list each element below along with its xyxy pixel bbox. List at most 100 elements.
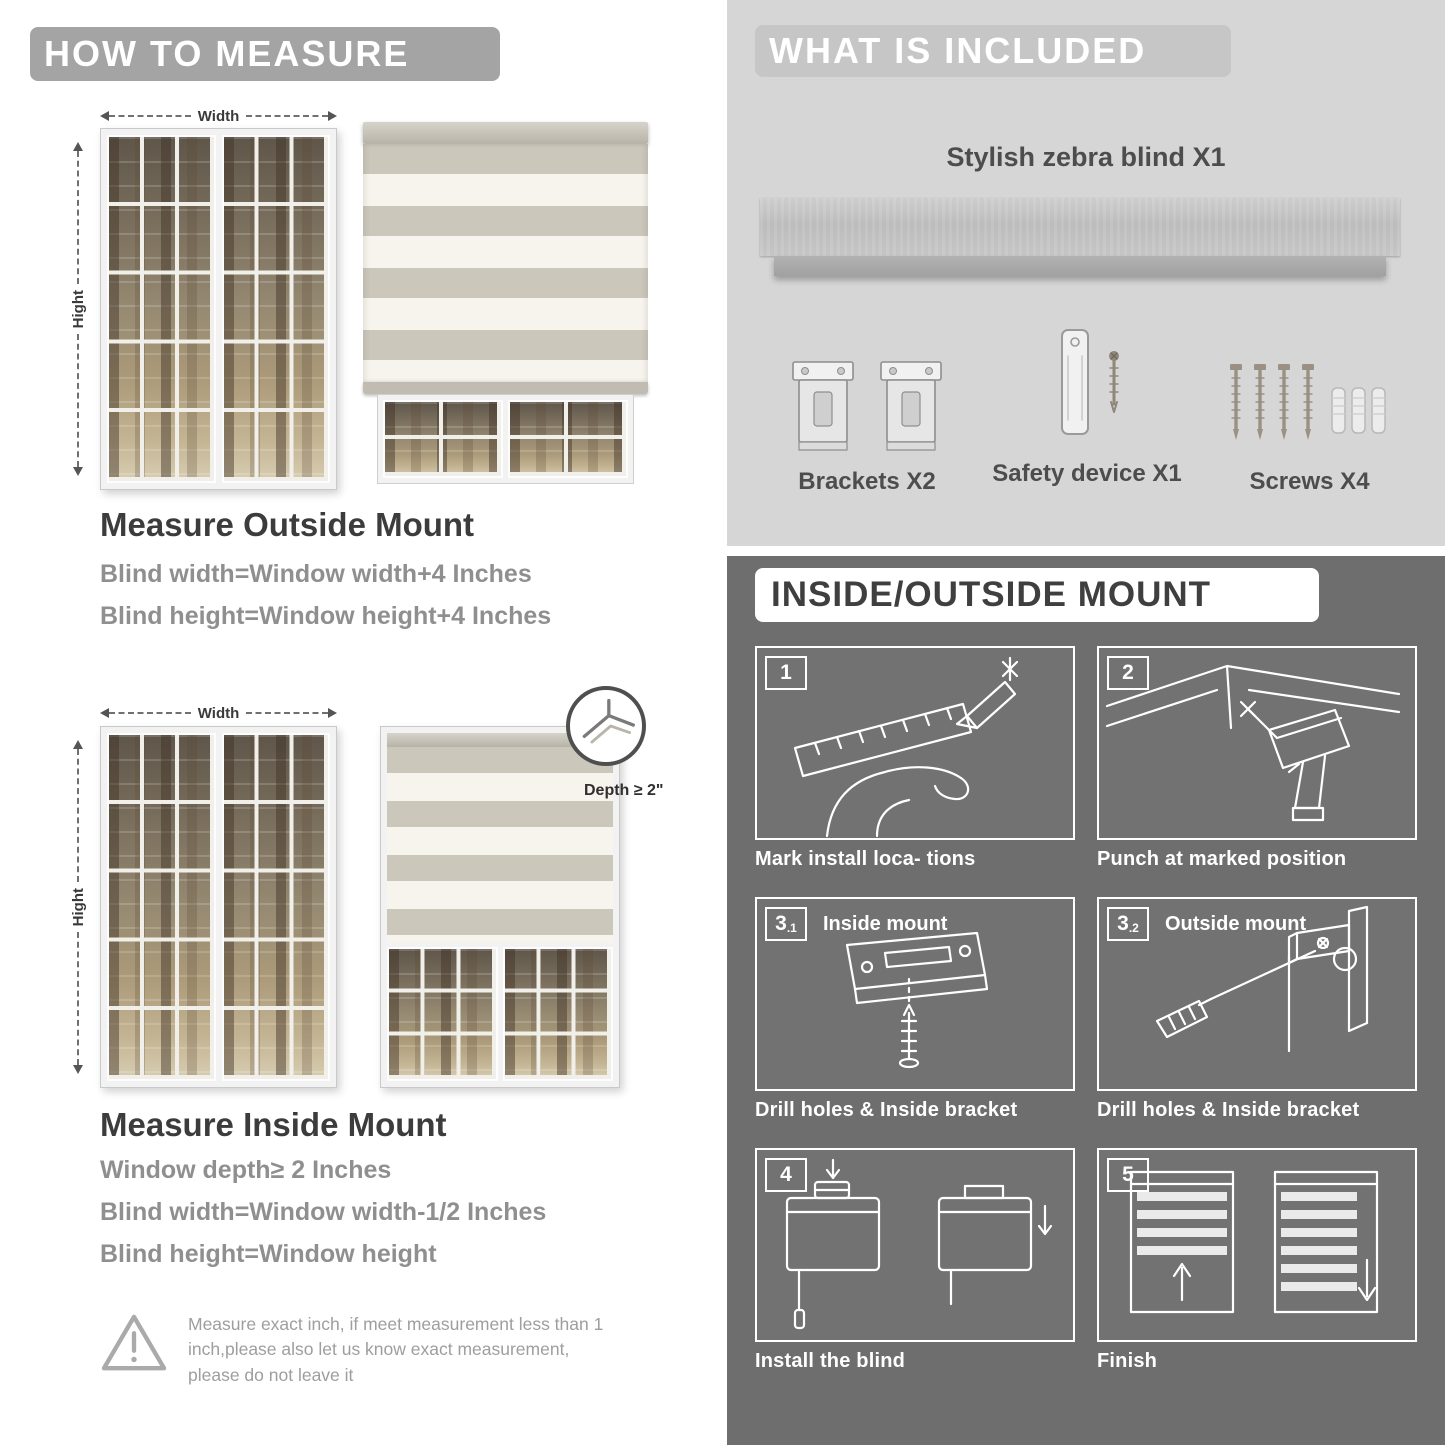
window-sash: [107, 733, 216, 1081]
outside-bracket-icon: [1155, 905, 1369, 1053]
screws-icon: [1229, 364, 1386, 440]
width-label: Width: [197, 107, 240, 125]
screws-label: Screws X4: [1249, 468, 1370, 495]
mount-guide-section: INSIDE/OUTSIDE MOUNT: [727, 556, 1445, 1445]
step-2-badge: 2: [1107, 656, 1149, 690]
bracket-icon: [792, 361, 854, 451]
safety-device-icon: [1061, 329, 1119, 435]
brackets-item: Brackets X2: [767, 338, 967, 496]
window-corner-detail: [582, 698, 635, 744]
install-blind-icon: [785, 1158, 1053, 1330]
step-5-panel: 5: [1097, 1148, 1417, 1342]
step-5: 5 Finish: [1097, 1148, 1417, 1373]
right-column: WHAT IS INCLUDED Stylish zebra blind X1: [727, 0, 1445, 1445]
blind-cassette: [363, 122, 648, 144]
window-under-blind: [377, 394, 634, 484]
window-sash: [383, 400, 503, 478]
arrow-up-icon: [73, 740, 83, 749]
zebra-blind-inside-illustration: [380, 726, 620, 1088]
step-4-panel: 4: [755, 1148, 1075, 1342]
window-sash: [221, 135, 330, 483]
width-measure: Width: [100, 107, 338, 125]
inside-bracket-icon: [845, 931, 989, 1069]
window-sash: [107, 135, 216, 483]
step-3-2-inline-label: Outside mount: [1165, 913, 1307, 935]
depth-detail-icon: [566, 686, 646, 766]
brackets-label: Brackets X2: [798, 468, 936, 495]
zebra-blind-headrail-image: [760, 198, 1400, 276]
step-4-badge: 4: [765, 1158, 807, 1192]
step-1-panel: 1: [755, 646, 1075, 840]
mount-guide-header: INSIDE/OUTSIDE MOUNT: [755, 568, 1319, 622]
step-3-1: 3.1 Inside mount Drill holes & Inside br…: [755, 897, 1075, 1122]
arrow-right-icon: [328, 708, 338, 718]
step-4: 4 Install the blind: [755, 1148, 1075, 1373]
width-label: Width: [197, 704, 240, 722]
step-5-caption: Finish: [1097, 1350, 1158, 1372]
blind-stripes: [363, 144, 648, 382]
step-2-caption: Punch at marked position: [1097, 848, 1347, 870]
window-sash: [508, 400, 628, 478]
bracket-icon: [880, 361, 942, 451]
drill-icon: [1105, 664, 1401, 822]
blind-bottom-rail: [363, 382, 648, 394]
inside-mount-title: Measure Inside Mount: [100, 1106, 447, 1143]
how-to-measure-section: HOW TO MEASURE Width Hight: [0, 0, 715, 1445]
window-sash: [221, 733, 330, 1081]
arrow-left-icon: [100, 111, 109, 121]
window-illustration-outside: [100, 128, 337, 490]
step-2: 2 Punch at marked position: [1097, 646, 1417, 871]
step-3-1-badge: 3.1: [765, 907, 807, 941]
step-3-2-panel: 3.2 Outside mount: [1097, 897, 1417, 1091]
step-3-2-badge: 3.2: [1107, 907, 1149, 941]
mark-location-icon: [793, 656, 1019, 838]
step-3-1-inline-label: Inside mount: [823, 913, 948, 935]
step-1-caption: Mark install loca- tions: [755, 848, 976, 870]
window-sash: [502, 947, 613, 1081]
outside-mount-title: Measure Outside Mount: [100, 506, 475, 543]
window-illustration-inside: [100, 726, 337, 1088]
blind-cassette: [387, 733, 613, 747]
warning-triangle-icon: [101, 1314, 167, 1371]
height-measure: Hight: [69, 142, 87, 477]
inside-formula-depth: Window depth≥ 2 Inches: [100, 1156, 392, 1184]
arrow-left-icon: [100, 708, 109, 718]
warning-text: Measure exact inch, if meet measurement …: [188, 1314, 604, 1385]
how-to-measure-header: HOW TO MEASURE: [30, 27, 500, 81]
measurement-warning: Measure exact inch, if meet measurement …: [100, 1312, 660, 1388]
zebra-blind-outside-illustration: [363, 122, 648, 484]
height-label: Hight: [69, 289, 87, 329]
step-2-panel: 2: [1097, 646, 1417, 840]
step-3-1-caption: Drill holes & Inside bracket: [755, 1099, 1018, 1121]
what-is-included-header: WHAT IS INCLUDED: [755, 25, 1231, 77]
step-5-badge: 5: [1107, 1158, 1149, 1192]
safety-device-item: Safety device X1: [982, 329, 1192, 488]
what-is-included-section: WHAT IS INCLUDED Stylish zebra blind X1: [727, 0, 1445, 546]
outside-formula-height: Blind height=Window height+4 Inches: [100, 602, 552, 630]
step-3-2: 3.2 Outside mount Drill holes & Inside b…: [1097, 897, 1417, 1122]
blind-item-label: Stylish zebra blind X1: [946, 142, 1226, 172]
step-3-2-caption: Drill holes & Inside bracket: [1097, 1099, 1360, 1121]
inside-formula-width: Blind width=Window width-1/2 Inches: [100, 1198, 547, 1226]
width-measure: Width: [100, 704, 338, 722]
safety-device-label: Safety device X1: [992, 460, 1182, 487]
step-1: 1 Mark install loca- tions: [755, 646, 1075, 871]
step-1-badge: 1: [765, 656, 807, 690]
window-sash: [387, 947, 498, 1081]
finish-blind-icon: [1129, 1170, 1379, 1314]
arrow-down-icon: [73, 1065, 83, 1075]
depth-label: Depth ≥ 2": [584, 782, 664, 799]
wall-anchor-icon: [1330, 387, 1386, 434]
blind-stripes: [387, 747, 613, 943]
inside-formula-height: Blind height=Window height: [100, 1240, 437, 1268]
arrow-down-icon: [73, 467, 83, 477]
step-3-1-panel: 3.1 Inside mount: [755, 897, 1075, 1091]
height-measure: Hight: [69, 740, 87, 1075]
mount-steps-grid: 1 Mark install loca- tions: [755, 646, 1417, 1373]
height-label: Hight: [69, 887, 87, 927]
arrow-right-icon: [328, 111, 338, 121]
outside-formula-width: Blind width=Window width+4 Inches: [100, 560, 532, 588]
step-4-caption: Install the blind: [755, 1350, 906, 1372]
screws-item: Screws X4: [1212, 338, 1407, 496]
